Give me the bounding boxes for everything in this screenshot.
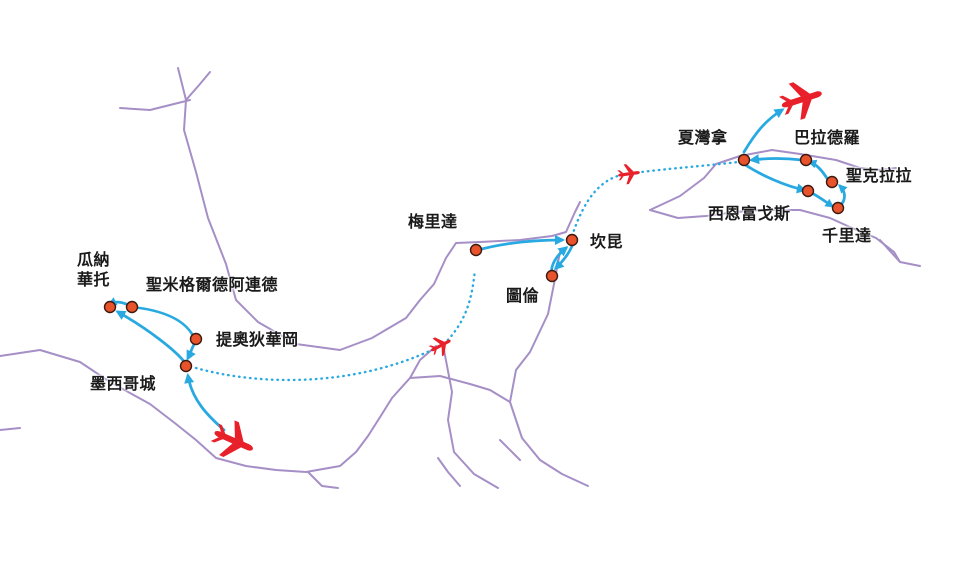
- label-teotihuacan: 提奧狄華岡: [216, 330, 299, 349]
- stop-santa-clara: [825, 175, 839, 189]
- label-tulum: 圖倫: [506, 286, 540, 305]
- label-santa-clara: 聖克拉拉: [846, 166, 913, 185]
- stop-havana: [737, 153, 751, 167]
- label-havana: 夏灣拿: [678, 128, 728, 147]
- stop-tulum: [545, 269, 559, 283]
- label-guanajuato: 瓜納 華托: [77, 250, 110, 290]
- stop-mexico-city: [179, 359, 193, 373]
- label-guanajuato-line1: 瓜納: [77, 250, 111, 269]
- label-merida: 梅里達: [408, 212, 458, 231]
- stop-cienfuegos: [801, 184, 815, 198]
- map-borders: [0, 67, 921, 489]
- stop-san-miguel: [125, 300, 139, 314]
- label-san-miguel: 聖米格爾德阿連德: [146, 275, 279, 294]
- label-guanajuato-line2: 華托: [77, 270, 111, 289]
- label-mexico-city: 墨西哥城: [90, 374, 157, 393]
- stop-cancun: [565, 233, 579, 247]
- label-cancun: 坎昆: [590, 232, 624, 251]
- stop-merida: [469, 243, 483, 257]
- stop-varadero: [799, 153, 813, 167]
- stop-teotihuacan: [189, 332, 203, 346]
- label-cienfuegos: 西恩富戈斯: [708, 204, 791, 223]
- label-varadero: 巴拉德羅: [794, 128, 861, 147]
- airplane-icon: [776, 74, 828, 124]
- stop-trinidad: [831, 201, 845, 215]
- label-trinidad: 千里達: [822, 226, 872, 245]
- stop-guanajuato: [103, 300, 117, 314]
- flight-routes: [194, 160, 740, 382]
- airplane-icon: [616, 162, 642, 186]
- stop-markers: [103, 153, 845, 373]
